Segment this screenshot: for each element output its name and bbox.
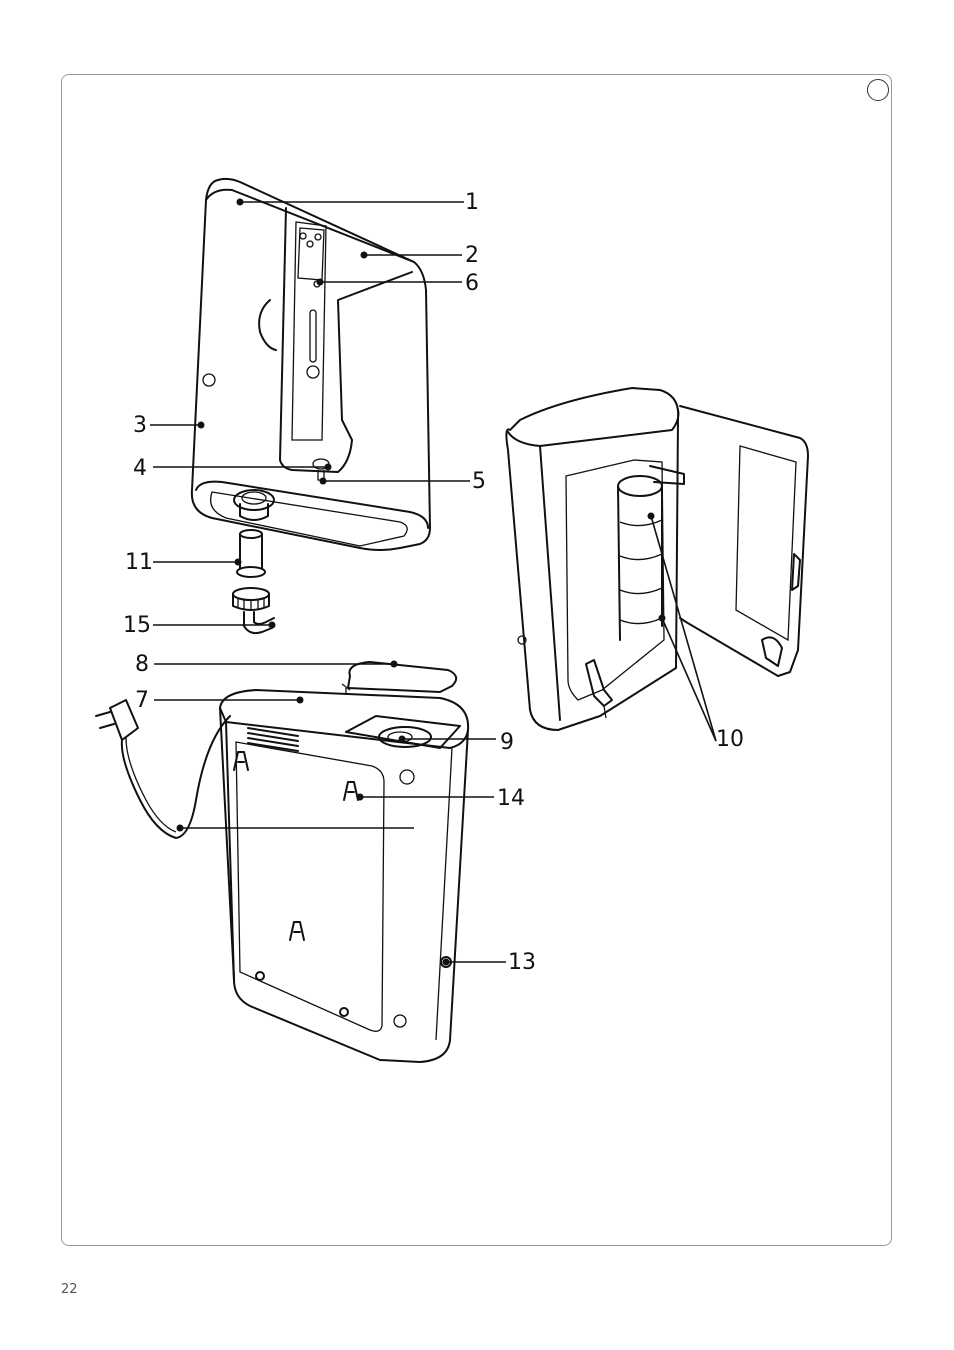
callout-6: 6 xyxy=(465,271,479,296)
callout-4: 4 xyxy=(133,456,147,481)
assembled-unit-drawing xyxy=(506,388,808,730)
callout-3: 3 xyxy=(133,413,147,438)
callout-9: 9 xyxy=(500,730,514,755)
upper-unit-drawing xyxy=(192,179,430,550)
callout-14: 14 xyxy=(497,786,525,811)
power-cord-drawing xyxy=(96,700,230,838)
callout-8: 8 xyxy=(135,652,149,677)
callout-13: 13 xyxy=(508,950,536,975)
lower-reservoir-drawing xyxy=(220,690,468,1062)
lid-part xyxy=(342,662,456,694)
callout-1: 1 xyxy=(465,190,479,215)
callout-7: 7 xyxy=(135,688,149,713)
callout-10: 10 xyxy=(716,727,744,752)
callout-labels: 1 2 6 3 4 5 11 15 8 7 9 10 14 13 xyxy=(123,190,744,975)
callout-2: 2 xyxy=(465,243,479,268)
callout-leaders xyxy=(150,199,716,966)
callout-15: 15 xyxy=(123,613,151,638)
callout-5: 5 xyxy=(472,469,486,494)
page-number: 22 xyxy=(61,1282,78,1297)
callout-11: 11 xyxy=(125,550,153,575)
outlet-connector-part xyxy=(233,588,274,633)
filter-tube-part xyxy=(237,530,265,577)
